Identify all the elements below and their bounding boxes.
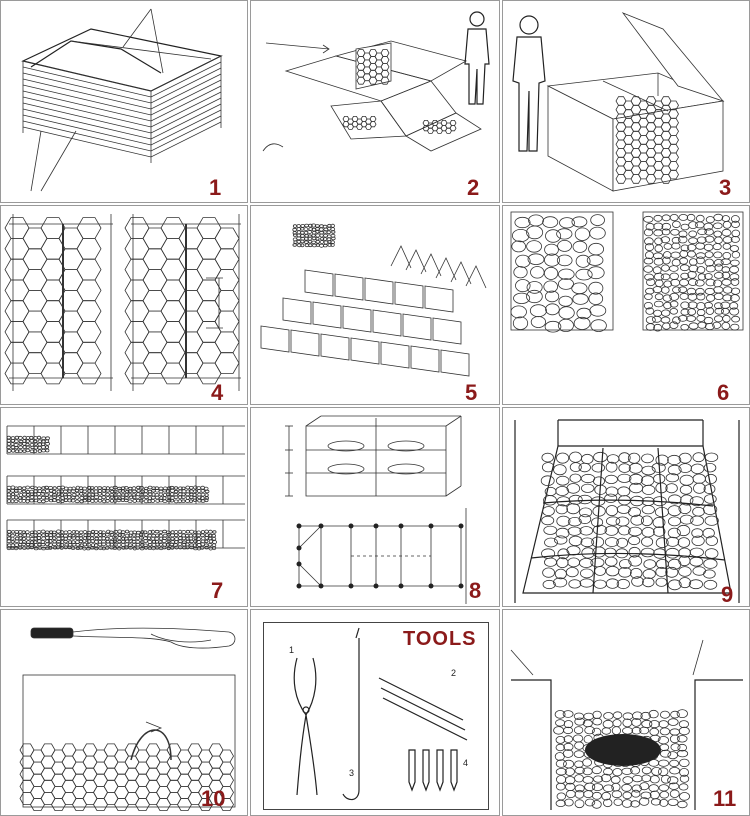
- panel-9: 9: [502, 407, 750, 607]
- gabion-bundle-icon: [21, 8, 223, 192]
- fill-layers-icon: [6, 425, 245, 551]
- panel-4: 4: [0, 205, 248, 405]
- panel-8: 8: [250, 407, 500, 607]
- panel-number: 1: [209, 175, 222, 200]
- gabion-unfolded-icon: [262, 11, 490, 152]
- gabion-box-assembled-icon: [512, 12, 725, 192]
- panel-tools: TOOLS 1 2: [250, 609, 500, 816]
- tools-illustration: [293, 627, 468, 801]
- tools-title: TOOLS: [403, 628, 477, 650]
- panel-6: 6: [502, 205, 750, 405]
- panel-number: 11: [713, 786, 737, 811]
- gabion-wall-icon: [260, 223, 487, 377]
- panel-number: 10: [201, 786, 226, 811]
- panel-number: 3: [719, 175, 732, 200]
- lacing-tool-icon: [19, 627, 236, 812]
- stone-fill-icon: [510, 211, 744, 333]
- panel-number: 8: [469, 578, 482, 603]
- filled-gabion-icon: [514, 419, 740, 603]
- crowbar-icon: [342, 627, 360, 801]
- panel-number: 7: [211, 578, 224, 603]
- tool-label-crowbar: 3: [349, 768, 355, 778]
- steel-pegs-icon: [408, 749, 458, 792]
- panel-11: 11: [502, 609, 750, 816]
- bracing-wires-icon: [285, 415, 467, 604]
- panel-number: 4: [211, 380, 224, 405]
- tool-label-wire: 2: [451, 668, 457, 678]
- panel-10: 10: [0, 609, 248, 816]
- tool-label-pegs: 4: [463, 758, 469, 768]
- panel-number: 6: [717, 380, 730, 405]
- pliers-icon: [293, 657, 318, 796]
- lacing-wire-icon: [378, 677, 468, 741]
- hexagonal-mesh-icon: [4, 214, 241, 391]
- trench-section-icon: [510, 639, 743, 810]
- panel-2: 2: [250, 0, 500, 203]
- panel-5: 5: [250, 205, 500, 405]
- panel-number: 9: [721, 582, 734, 607]
- panel-7: 7: [0, 407, 248, 607]
- panel-3: 3: [502, 0, 750, 203]
- tools-frame: [263, 622, 489, 810]
- panel-number: 5: [465, 380, 478, 405]
- tool-label-pliers: 1: [289, 645, 295, 655]
- panel-number: 2: [467, 175, 480, 200]
- panel-1: 1: [0, 0, 248, 203]
